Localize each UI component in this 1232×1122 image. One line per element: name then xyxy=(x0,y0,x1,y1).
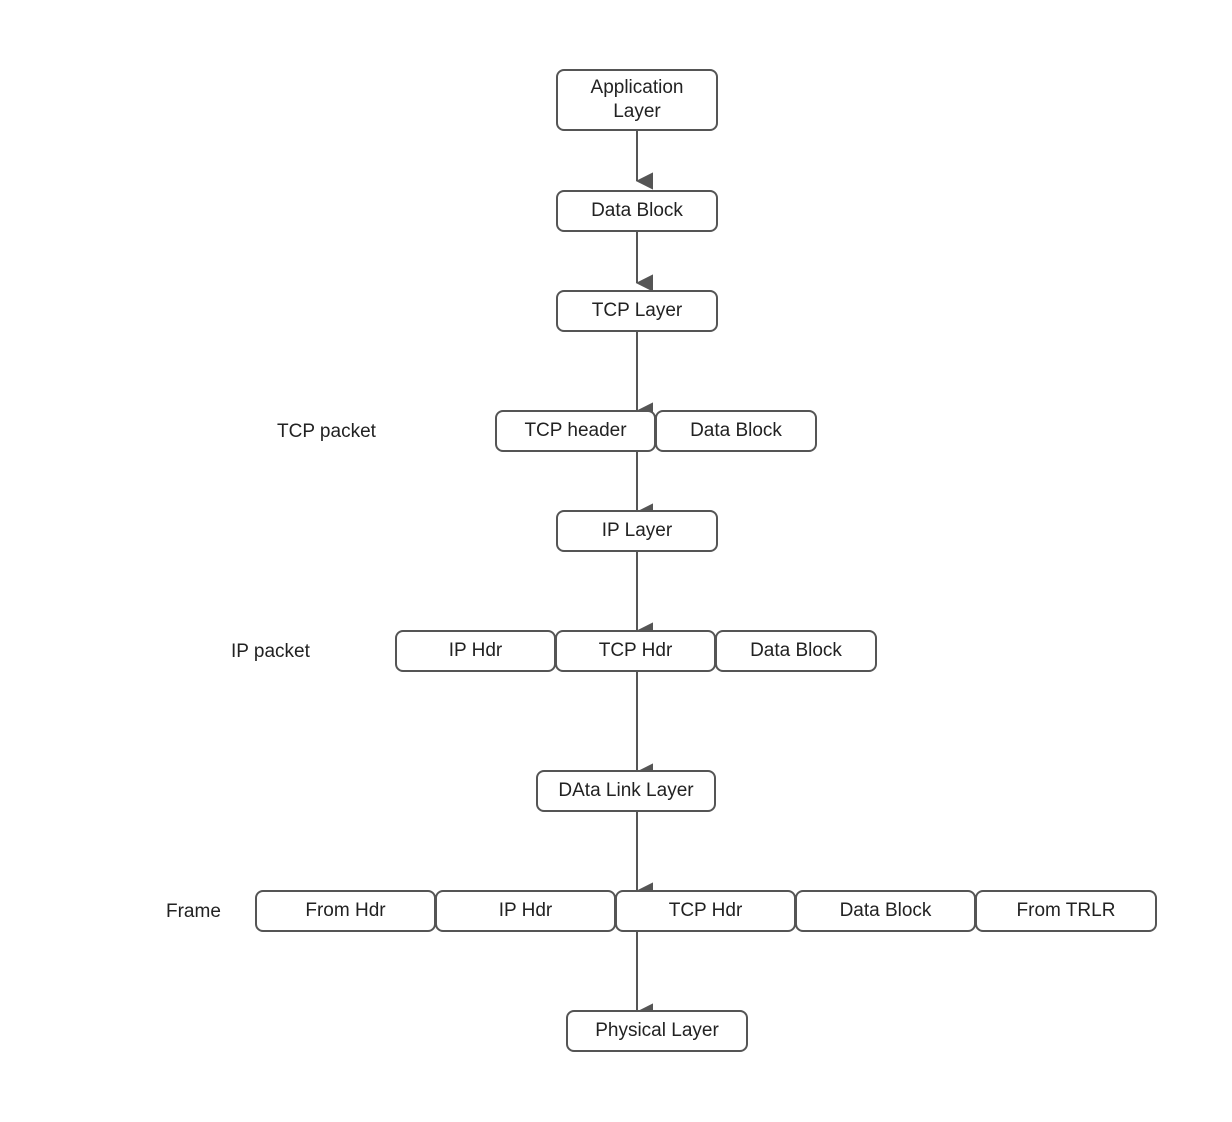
tcp-packet-segment-tcp-header[interactable]: TCP header xyxy=(495,410,656,452)
node-data-link-layer[interactable]: DAta Link Layer xyxy=(536,770,716,812)
ip-packet-segment-tcp-hdr[interactable]: TCP Hdr xyxy=(555,630,716,672)
frame-segment-from-trlr[interactable]: From TRLR xyxy=(975,890,1157,932)
frame-segment-ip-hdr[interactable]: IP Hdr xyxy=(435,890,616,932)
ip-packet-segment-ip-hdr[interactable]: IP Hdr xyxy=(395,630,556,672)
frame-segment-data-block[interactable]: Data Block xyxy=(795,890,976,932)
node-application-layer[interactable]: Application Layer xyxy=(556,69,718,131)
tcp-packet-row: TCP header Data Block xyxy=(495,410,817,452)
frame-row: From Hdr IP Hdr TCP Hdr Data Block From … xyxy=(255,890,1157,932)
ip-packet-segment-data-block[interactable]: Data Block xyxy=(715,630,877,672)
frame-segment-tcp-hdr[interactable]: TCP Hdr xyxy=(615,890,796,932)
node-data-block[interactable]: Data Block xyxy=(556,190,718,232)
frame-caption: Frame xyxy=(166,901,221,922)
frame-segment-from-hdr[interactable]: From Hdr xyxy=(255,890,436,932)
node-physical-layer[interactable]: Physical Layer xyxy=(566,1010,748,1052)
tcp-packet-caption: TCP packet xyxy=(277,421,376,442)
ip-packet-caption: IP packet xyxy=(231,641,310,662)
node-ip-layer[interactable]: IP Layer xyxy=(556,510,718,552)
node-tcp-layer[interactable]: TCP Layer xyxy=(556,290,718,332)
tcp-packet-segment-data-block[interactable]: Data Block xyxy=(655,410,817,452)
ip-packet-row: IP Hdr TCP Hdr Data Block xyxy=(395,630,877,672)
